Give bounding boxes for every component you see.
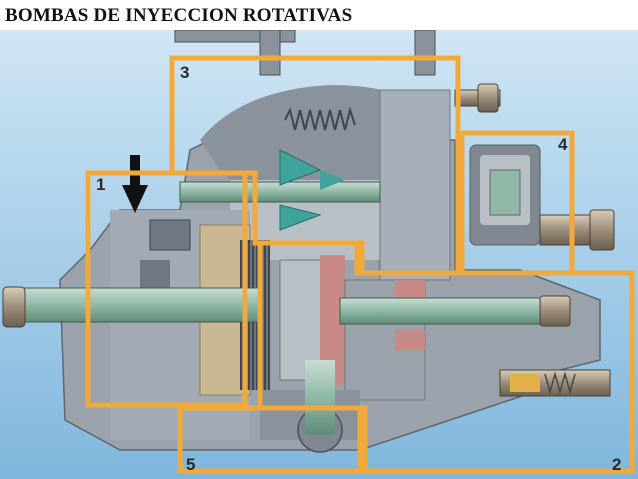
delivery-valve bbox=[499, 369, 611, 397]
title-bar: BOMBAS DE INYECCION ROTATIVAS bbox=[0, 0, 638, 31]
governor-shaft bbox=[179, 149, 381, 231]
inlet-fitting bbox=[539, 209, 615, 251]
zone-frame-4 bbox=[459, 130, 575, 276]
zone-label-4: 4 bbox=[558, 135, 568, 154]
zone-label-1: 1 bbox=[96, 175, 105, 194]
governor-spring bbox=[284, 106, 356, 131]
rotary-injection-pump-diagram: 1 2 3 4 5 bbox=[0, 30, 638, 479]
top-lever bbox=[174, 30, 436, 76]
zone-label-5: 5 bbox=[186, 455, 195, 474]
zone-label-3: 3 bbox=[180, 63, 189, 82]
zone-frame-3 bbox=[169, 55, 461, 276]
drive-shaft bbox=[2, 286, 261, 328]
adjust-screw bbox=[454, 83, 501, 113]
zone-frame-5 bbox=[177, 405, 368, 474]
zone-label-2: 2 bbox=[612, 455, 621, 474]
slide-title: BOMBAS DE INYECCION ROTATIVAS bbox=[5, 5, 353, 26]
zone-frames bbox=[85, 55, 635, 474]
distributor-shaft bbox=[339, 295, 571, 327]
